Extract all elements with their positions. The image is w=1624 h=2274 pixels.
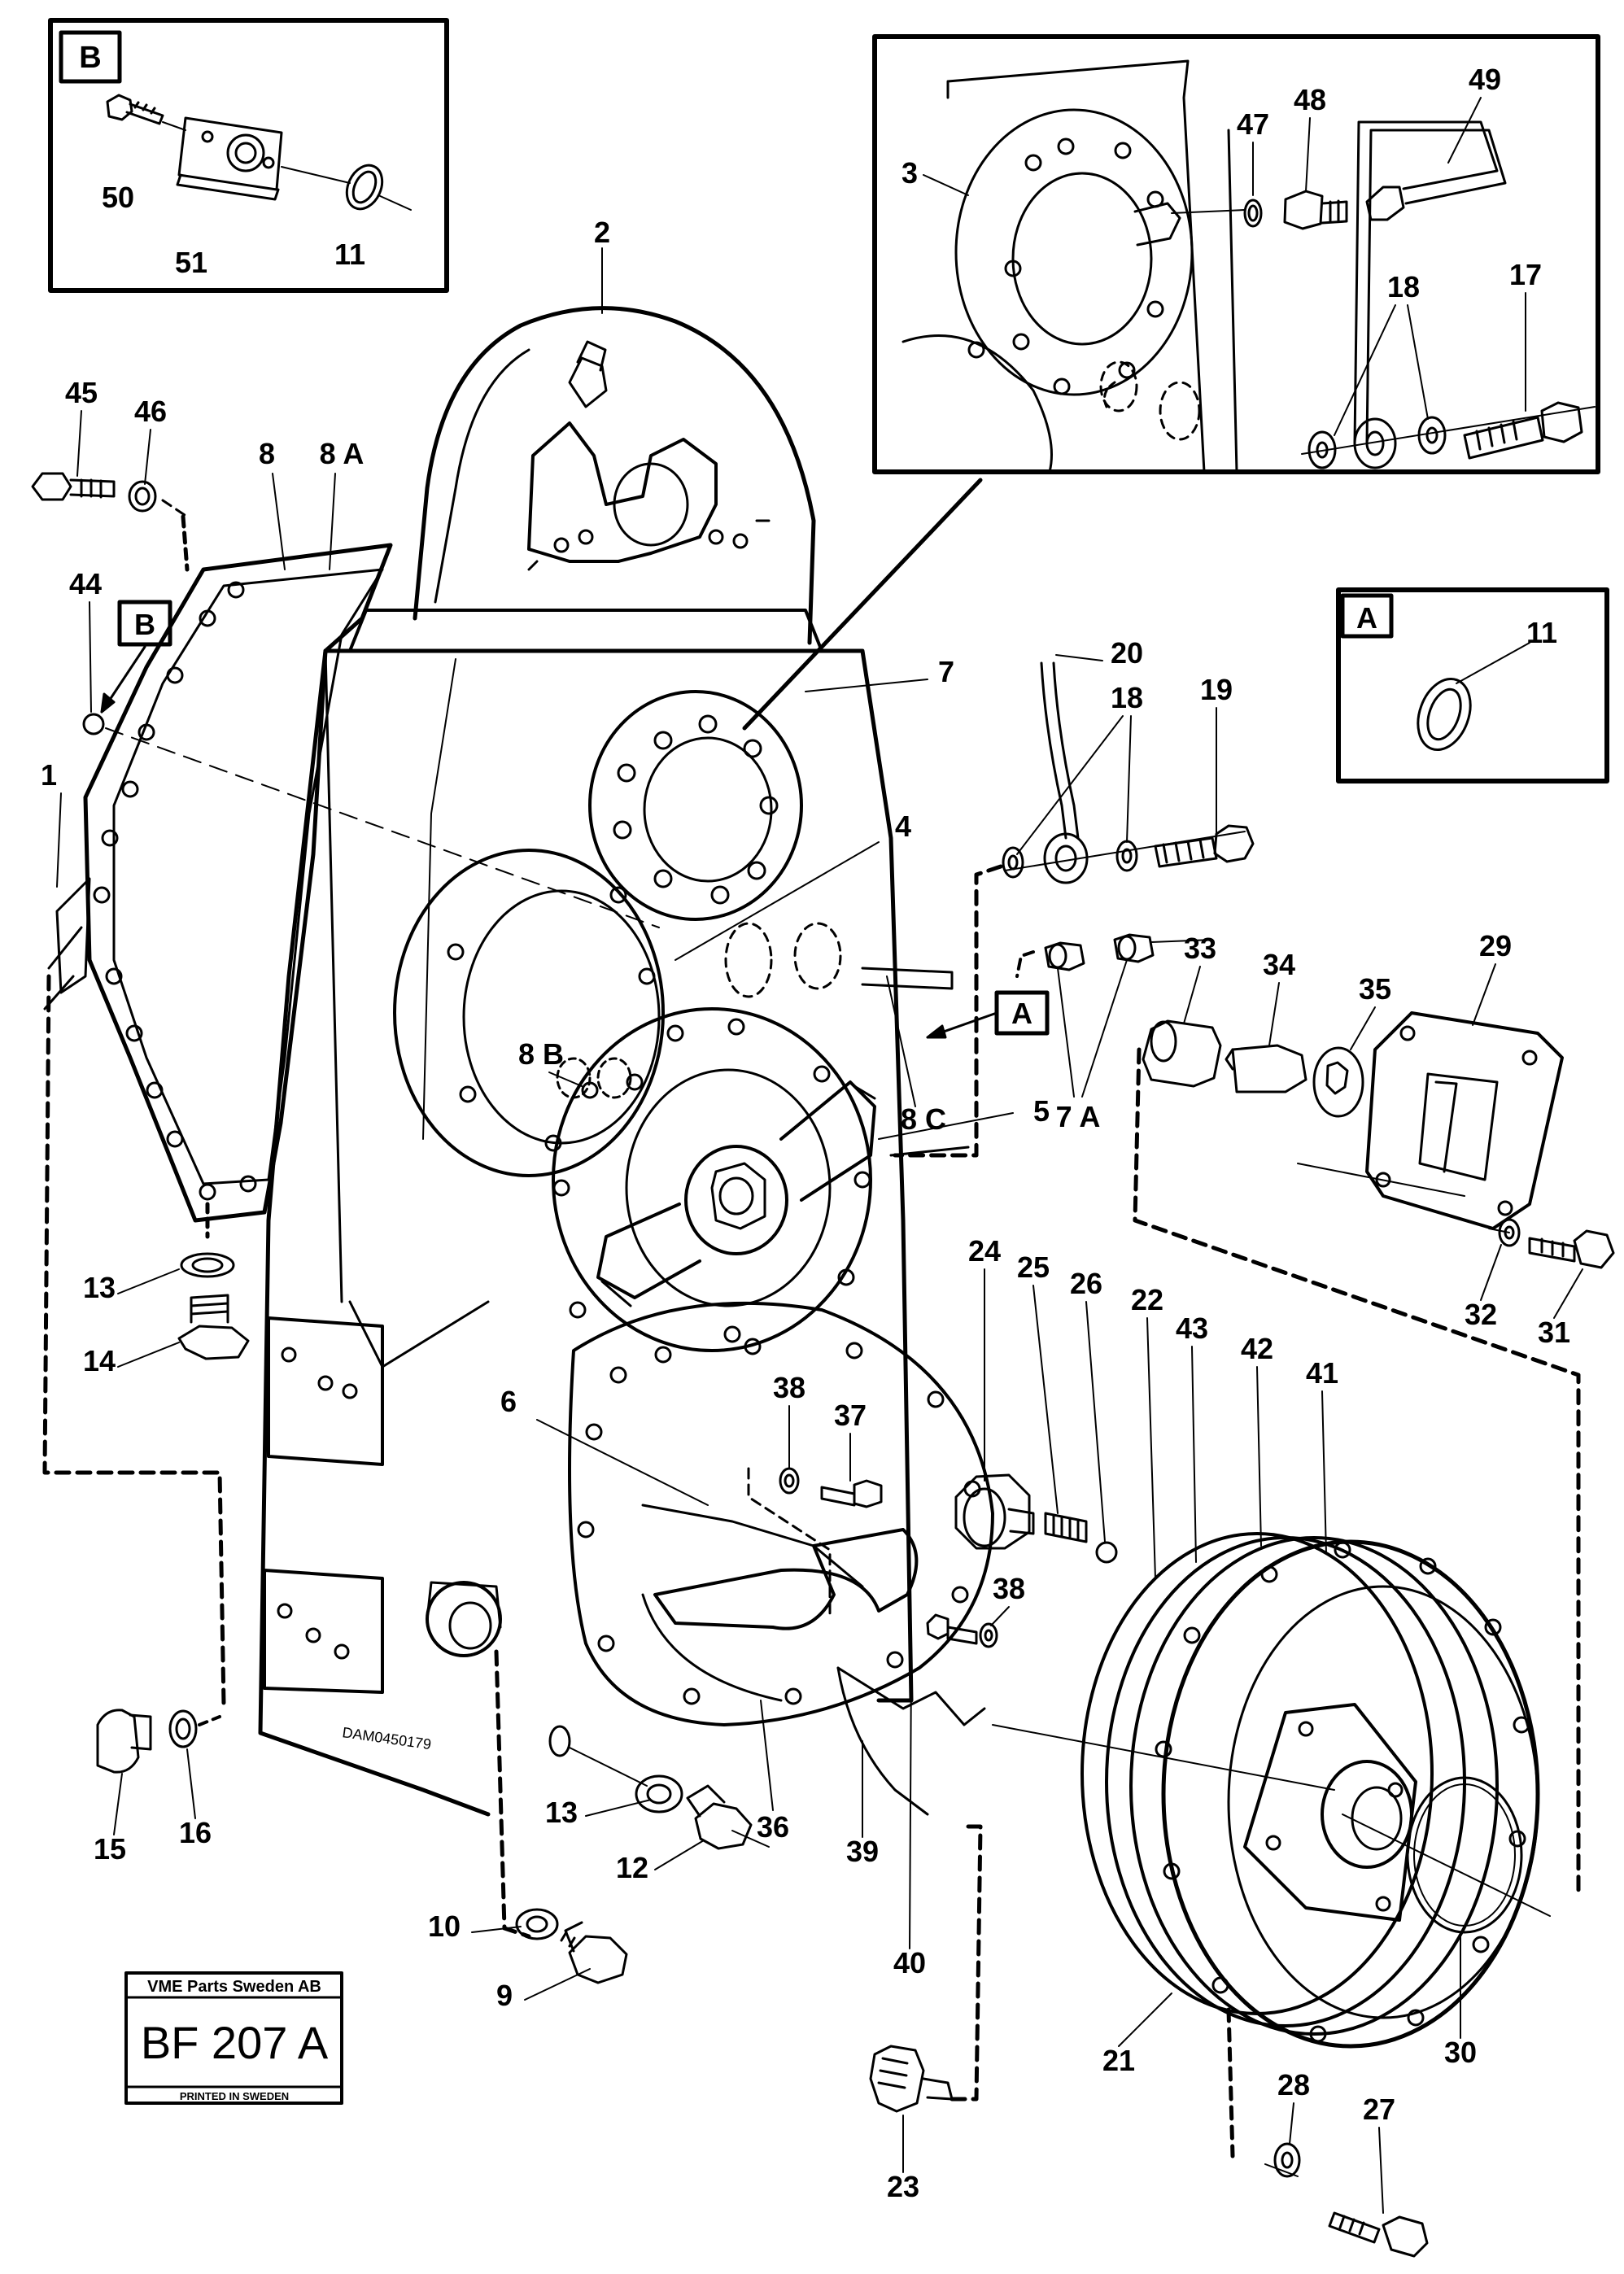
label-42: 42 [1241, 1332, 1273, 1365]
label-44: 44 [69, 567, 102, 600]
label-2: 2 [594, 216, 610, 249]
svg-text:A: A [1011, 997, 1032, 1030]
parts-right [869, 661, 1615, 2258]
stamp-code: BF 207 A [141, 2017, 329, 2068]
label-13-upper: 13 [83, 1271, 116, 1304]
inset-b-label-51: 51 [175, 246, 207, 279]
converter-assembly [992, 1532, 1551, 2049]
label-40: 40 [893, 1946, 926, 1979]
inset-a-tag: A [1356, 601, 1377, 635]
inset-b: B 50 51 11 [48, 18, 449, 293]
label-45: 45 [65, 376, 98, 409]
label-27: 27 [1363, 2093, 1395, 2126]
label-28: 28 [1277, 2068, 1310, 2102]
label-leaders [56, 247, 1583, 2214]
label-26: 26 [1070, 1267, 1102, 1300]
drawing-stamp: VME Parts Sweden AB BF 207 A PRINTED IN … [124, 1971, 343, 2105]
inset-top-label-47: 47 [1237, 107, 1269, 141]
label-19: 19 [1200, 673, 1233, 706]
inset-a: A 11 [1336, 587, 1609, 783]
label-38-lower: 38 [993, 1572, 1025, 1605]
label-37: 37 [834, 1399, 867, 1432]
label-41: 41 [1306, 1356, 1338, 1390]
svg-text:B: B [134, 608, 155, 641]
label-25: 25 [1017, 1250, 1050, 1284]
inset-top-label-18: 18 [1387, 270, 1420, 303]
inset-top-label-49: 49 [1469, 63, 1501, 96]
inset-union-detail: 3 47 48 49 18 17 [872, 34, 1600, 474]
drawing-ref: DAM0450179 [341, 1724, 432, 1752]
inset-top-label-3: 3 [901, 156, 918, 190]
label-31: 31 [1538, 1316, 1570, 1349]
label-8: 8 [259, 437, 275, 470]
stamp-printed: PRINTED IN SWEDEN [180, 2090, 289, 2102]
label-43: 43 [1176, 1312, 1208, 1345]
label-23: 23 [887, 2170, 919, 2203]
label-20: 20 [1111, 636, 1143, 670]
inset-top-label-48: 48 [1294, 83, 1326, 116]
label-4: 4 [895, 810, 911, 843]
label-38-upper: 38 [773, 1371, 805, 1404]
label-35: 35 [1359, 972, 1391, 1006]
label-1: 1 [41, 758, 57, 792]
label-13-lower: 13 [545, 1796, 578, 1829]
label-29: 29 [1479, 929, 1512, 962]
label-8b: 8 B [518, 1037, 564, 1071]
label-22: 22 [1131, 1283, 1163, 1316]
label-21: 21 [1102, 2044, 1135, 2077]
label-9: 9 [496, 1979, 513, 2012]
label-46: 46 [134, 395, 167, 428]
callout-tag-a: A [926, 990, 1050, 1039]
label-10: 10 [428, 1910, 461, 1943]
label-14: 14 [83, 1344, 116, 1377]
label-30: 30 [1444, 2036, 1477, 2069]
inset-leader-line [742, 478, 983, 731]
part-number-labels: 1 2 4 5 6 7 8 8 A 8 B 8 C 9 10 12 13 13 … [41, 216, 1570, 2203]
stamp-company: VME Parts Sweden AB [147, 1978, 321, 1996]
label-32: 32 [1465, 1298, 1497, 1331]
label-8a: 8 A [320, 437, 365, 470]
label-36: 36 [757, 1810, 789, 1844]
transmission-housing: DAM0450179 [43, 306, 994, 1817]
inset-a-label-11: 11 [1526, 616, 1557, 649]
label-18: 18 [1111, 681, 1143, 714]
label-39: 39 [846, 1835, 879, 1868]
label-7: 7 [938, 655, 954, 688]
inset-b-label-50: 50 [102, 181, 134, 214]
label-33: 33 [1184, 932, 1216, 965]
label-5: 5 [1033, 1094, 1050, 1128]
inset-top-label-17: 17 [1509, 258, 1542, 291]
label-34: 34 [1263, 948, 1295, 981]
label-12: 12 [616, 1851, 648, 1884]
label-24: 24 [968, 1234, 1001, 1268]
callout-tag-b: B [100, 600, 172, 714]
label-6: 6 [500, 1385, 517, 1418]
inset-b-label-11: 11 [334, 238, 365, 271]
inset-b-tag: B [79, 41, 101, 75]
label-7a: 7 A [1056, 1100, 1101, 1133]
label-16: 16 [179, 1816, 212, 1849]
label-15: 15 [94, 1832, 126, 1866]
